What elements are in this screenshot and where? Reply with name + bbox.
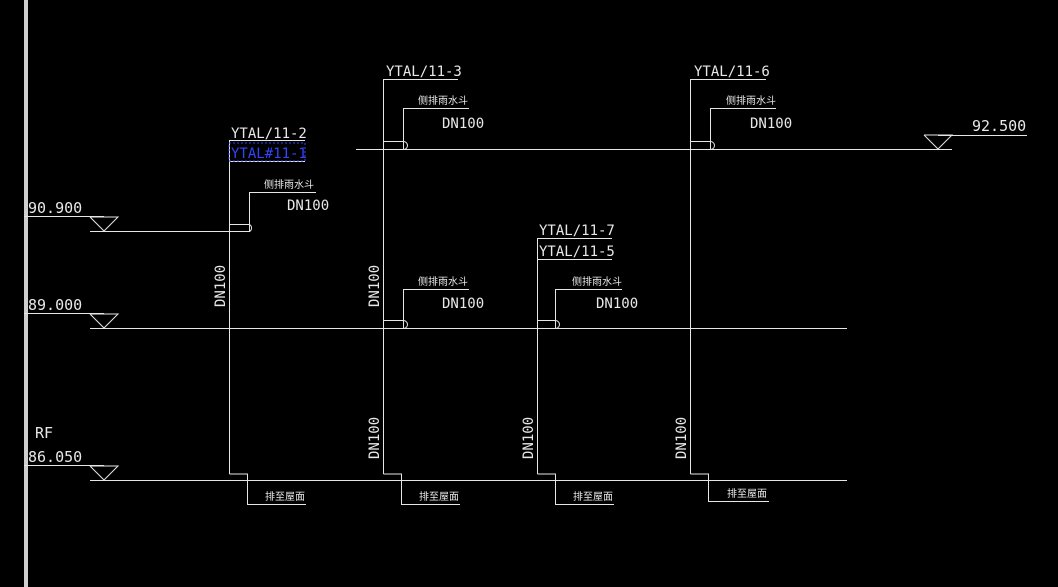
outlet-label-4: 排至屋面 xyxy=(727,487,767,500)
outlet-label-2: 排至屋面 xyxy=(419,490,459,503)
drain-leader-4 xyxy=(403,289,469,320)
drawing-left-border xyxy=(24,0,28,587)
riser-size-2a: DN100 xyxy=(367,265,383,307)
tag-leader-ytal3 xyxy=(383,79,458,140)
drain-size-5: DN100 xyxy=(596,296,638,312)
drain-label-3: 侧排雨水斗 xyxy=(726,94,776,107)
side-drain-fitting-3 xyxy=(690,141,715,150)
drain-label-1: 侧排雨水斗 xyxy=(264,178,314,191)
pipe-tag-ytal-11-2: YTAL/11-2 xyxy=(231,126,307,142)
level-marker-90900 xyxy=(24,216,120,232)
drain-label-5: 侧排雨水斗 xyxy=(572,275,622,288)
level-text-86050: 86.050 xyxy=(28,448,82,466)
riser-size-4: DN100 xyxy=(674,417,690,459)
riser-offset-4 xyxy=(690,473,709,480)
level-text-90900: 90.900 xyxy=(28,199,82,217)
riser-size-2b: DN100 xyxy=(367,417,383,459)
selection-box-ytal-11-1 xyxy=(228,142,306,162)
side-drain-fitting-2 xyxy=(383,141,408,150)
side-drain-fitting-1 xyxy=(229,224,253,232)
pipe-tag-ytal-11-7: YTAL/11-7 xyxy=(539,223,615,239)
level-marker-92500 xyxy=(923,134,1027,150)
riser-size-3: DN100 xyxy=(521,417,537,459)
outlet-leader-2 xyxy=(401,480,460,505)
level-marker-86050 xyxy=(24,465,120,481)
tag-leader-ytal7 xyxy=(537,238,612,320)
outlet-leader-1 xyxy=(247,480,306,505)
side-drain-fitting-4 xyxy=(383,320,408,329)
outlet-leader-4 xyxy=(708,480,769,502)
outlet-label-3: 排至屋面 xyxy=(573,490,613,503)
riser-offset-2 xyxy=(383,473,402,480)
drain-leader-2 xyxy=(403,108,469,141)
tag-leader-ytal6 xyxy=(690,79,766,140)
drain-size-1: DN100 xyxy=(287,198,329,214)
tag-leader-ytal2 xyxy=(229,140,305,224)
drain-leader-5 xyxy=(555,289,622,320)
drain-leader-3 xyxy=(710,108,776,141)
pipe-tag-ytal-11-5: YTAL/11-5 xyxy=(539,244,615,260)
drain-label-4: 侧排雨水斗 xyxy=(418,275,468,288)
drain-size-2: DN100 xyxy=(442,116,484,132)
level-name-rf: RF xyxy=(35,424,53,442)
pipe-tag-ytal-11-3: YTAL/11-3 xyxy=(386,64,462,80)
level-marker-89000 xyxy=(24,313,120,329)
level-text-92500: 92.500 xyxy=(972,117,1026,135)
outlet-label-1: 排至屋面 xyxy=(265,490,305,503)
level-text-89000: 89.000 xyxy=(28,296,82,314)
riser-offset-3 xyxy=(537,473,556,480)
riser-offset-1 xyxy=(229,473,248,480)
drain-label-2: 侧排雨水斗 xyxy=(418,94,468,107)
drain-leader-1 xyxy=(249,192,316,224)
side-drain-fitting-5 xyxy=(537,320,560,329)
pipe-tag-ytal-11-6: YTAL/11-6 xyxy=(694,64,770,80)
riser-size-1: DN100 xyxy=(213,265,229,307)
pipe-tag-ytal-11-1[interactable]: YTAL#11-1 xyxy=(231,146,307,162)
outlet-leader-3 xyxy=(555,480,614,505)
drain-size-4: DN100 xyxy=(442,296,484,312)
drain-size-3: DN100 xyxy=(750,116,792,132)
